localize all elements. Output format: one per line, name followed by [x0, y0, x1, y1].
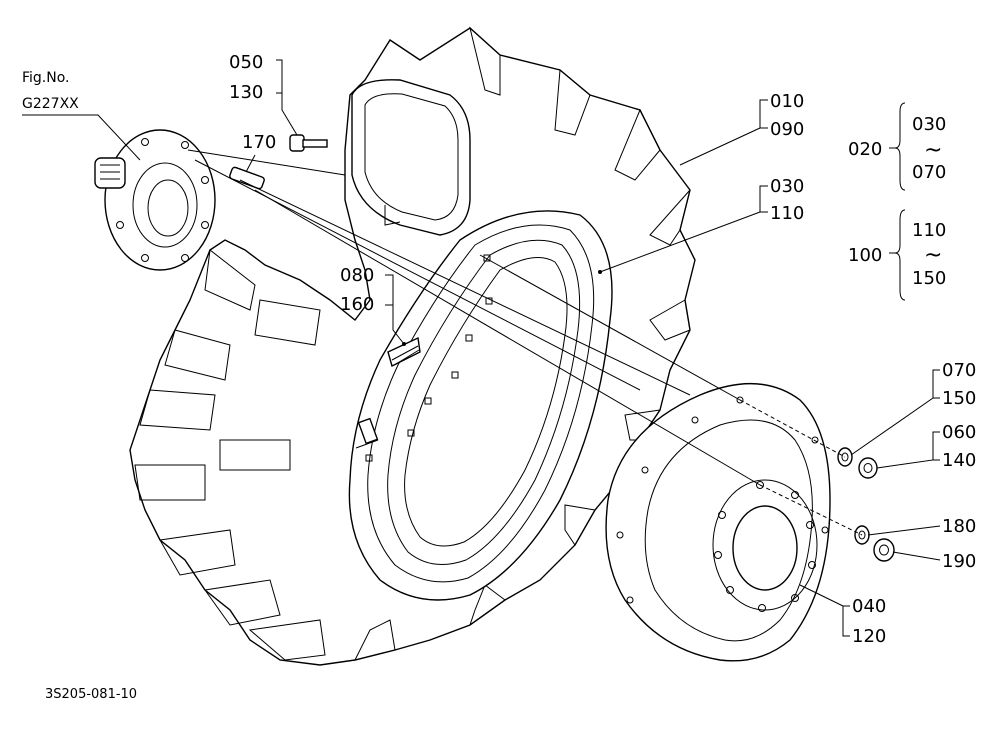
- axle-stub: [94, 157, 126, 189]
- tire-lug-11: [554, 69, 591, 136]
- tire-lug-4: [134, 464, 206, 501]
- callout-130: 130: [229, 82, 263, 103]
- tire-lug-18: [354, 619, 396, 661]
- disc-outer: [605, 382, 831, 662]
- tire-lug-17: [469, 584, 506, 627]
- group-020-sep: ~: [924, 138, 942, 163]
- disc-bolt-holes: [714, 481, 816, 612]
- rim-outer: [348, 210, 613, 601]
- callout-190: 190: [942, 551, 976, 572]
- tire-lug-6: [204, 579, 281, 626]
- tire-lug-12: [614, 108, 661, 181]
- callout-030: 030: [770, 176, 804, 197]
- callout-010: 010: [770, 91, 804, 112]
- tire-lug-10: [469, 26, 501, 96]
- tire-lug-14: [649, 299, 691, 341]
- group-100-to: 150: [912, 268, 946, 289]
- callout-180: 180: [942, 516, 976, 537]
- callout-110: 110: [770, 203, 804, 224]
- tire-lug-2: [164, 329, 231, 381]
- callout-050: 050: [229, 52, 263, 73]
- label-plate-080: [387, 336, 421, 368]
- rim-inner-3: [404, 257, 568, 547]
- tire-lug-3: [139, 389, 216, 431]
- callout-150: 150: [942, 388, 976, 409]
- stud-170: [229, 166, 265, 190]
- callout-140: 140: [942, 450, 976, 471]
- rim-inner-1: [367, 224, 595, 583]
- bolt-050: [289, 134, 328, 152]
- tire-lug-1: [204, 249, 256, 311]
- nut-190: [873, 538, 895, 562]
- tire-section-clip: [384, 205, 401, 226]
- callout-060: 060: [942, 422, 976, 443]
- tire-lug-8: [219, 439, 291, 471]
- callout-120: 120: [852, 626, 886, 647]
- group-020-label: 020: [848, 139, 882, 160]
- disc-dish: [644, 419, 813, 642]
- tire-lug-16: [564, 504, 596, 546]
- rim-inner-2: [387, 239, 581, 565]
- rim-illustration: [348, 210, 613, 601]
- callout-170: 170: [242, 132, 276, 153]
- rim-bolt-holes: [365, 254, 493, 462]
- callout-080: 080: [340, 265, 374, 286]
- group-020-from: 030: [912, 114, 946, 135]
- fig-label: Fig.No.: [22, 70, 70, 86]
- hub-flange: [104, 129, 216, 271]
- callout-070: 070: [942, 360, 976, 381]
- hub-center-bore: [147, 179, 189, 237]
- disc-rim-holes: [616, 396, 829, 604]
- group-020-to: 070: [912, 162, 946, 183]
- disc-center-bore: [732, 505, 798, 591]
- valve-stem: [355, 417, 379, 449]
- group-100-sep: ~: [924, 243, 942, 268]
- hub-illustration: [94, 129, 216, 271]
- callout-040: 040: [852, 596, 886, 617]
- disc-illustration: [605, 382, 831, 662]
- callout-labels: Fig.No. G227XX 050 130 170 080 160 010 0…: [22, 52, 976, 702]
- callout-160: 160: [340, 294, 374, 315]
- nut-060: [858, 457, 878, 479]
- callout-090: 090: [770, 119, 804, 140]
- leader-lines: [22, 59, 941, 637]
- group-100-label: 100: [848, 245, 882, 266]
- fig-number: G227XX: [22, 96, 79, 112]
- tire-section-cutaway: [351, 79, 471, 236]
- drawing-code: 3S205-081-10: [45, 687, 137, 702]
- tire-section-inner: [364, 93, 459, 221]
- tire-lug-13: [649, 189, 691, 246]
- assembly-lines: [187, 149, 863, 536]
- group-100-from: 110: [912, 220, 946, 241]
- hub-center-ring: [132, 162, 198, 248]
- tire-lug-7: [254, 299, 321, 346]
- tire-lug-9: [248, 619, 326, 661]
- tire-lug-5: [159, 529, 236, 576]
